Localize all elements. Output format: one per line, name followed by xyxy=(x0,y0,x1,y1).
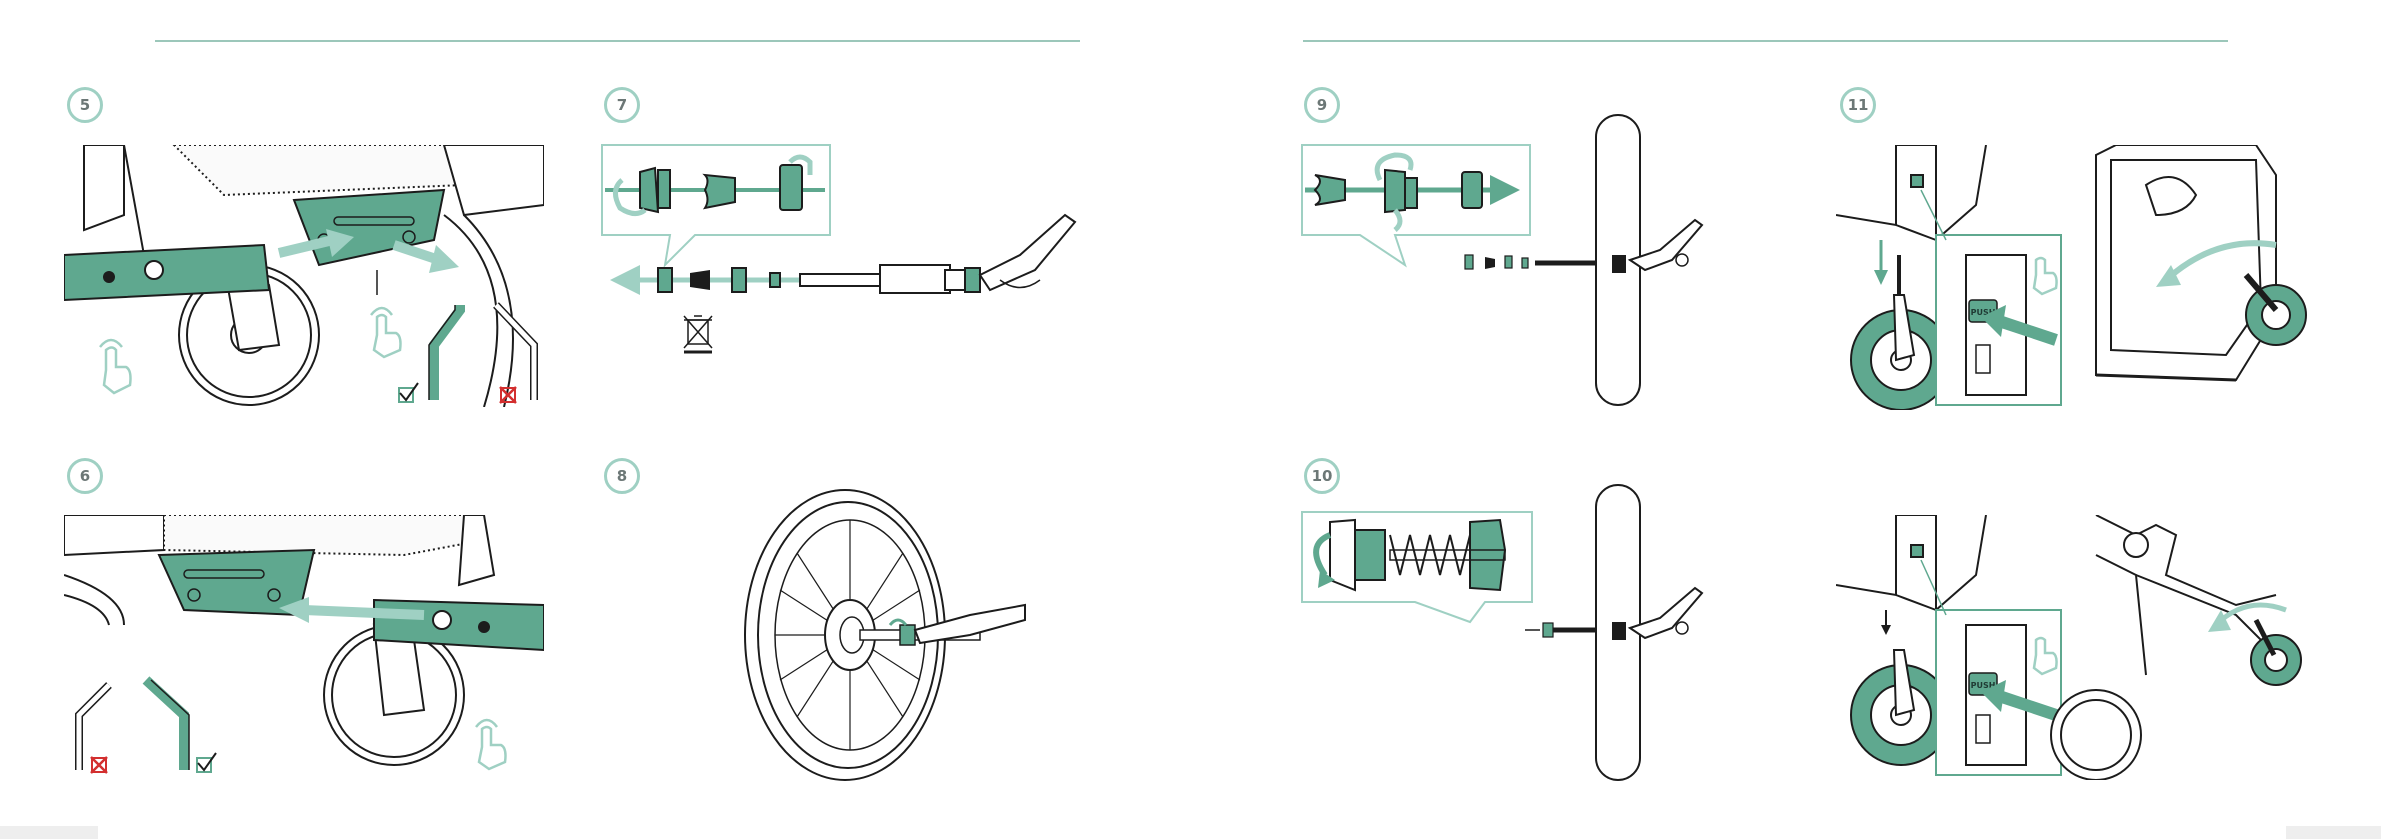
page-tab-left xyxy=(0,826,98,839)
illustration-step-11a: PUSH xyxy=(1836,145,2316,410)
checkbox-reject-icon xyxy=(91,757,107,773)
checkbox-ok-icon xyxy=(197,753,216,772)
step-number: 8 xyxy=(617,467,627,485)
step-badge-5: 5 xyxy=(67,87,103,123)
step-badge-6: 6 xyxy=(67,458,103,494)
step-number: 5 xyxy=(80,96,90,114)
step-number: 6 xyxy=(80,467,90,485)
step-8-drawing xyxy=(730,475,1030,785)
page-tab-right xyxy=(2286,826,2381,839)
step-5-drawing xyxy=(64,145,544,407)
hand-tap-icon xyxy=(100,340,131,393)
step-6-drawing xyxy=(64,515,544,777)
step-10-drawing xyxy=(1300,480,1730,785)
step-badge-11: 11 xyxy=(1840,87,1876,123)
step-11a-drawing: PUSH xyxy=(1836,145,2316,410)
no-trash-icon xyxy=(684,316,712,352)
top-rule-right xyxy=(1303,40,2228,42)
illustration-step-8 xyxy=(730,475,1030,785)
step-badge-7: 7 xyxy=(604,87,640,123)
illustration-step-7 xyxy=(600,140,1080,370)
step-number: 11 xyxy=(1848,96,1869,114)
step-9-drawing xyxy=(1300,110,1730,410)
step-badge-8: 8 xyxy=(604,458,640,494)
illustration-step-11b: PUSH xyxy=(1836,515,2316,780)
step-11b-drawing: PUSH xyxy=(1836,515,2316,780)
hand-tap-icon xyxy=(371,308,401,357)
top-rule-left xyxy=(155,40,1080,42)
illustration-step-10 xyxy=(1300,480,1730,785)
checkbox-ok-icon xyxy=(399,383,418,402)
step-number: 7 xyxy=(617,96,627,114)
illustration-step-6 xyxy=(64,515,544,777)
illustration-step-5 xyxy=(64,145,544,407)
hand-tap-icon xyxy=(476,720,506,769)
illustration-step-9 xyxy=(1300,110,1730,410)
step-7-drawing xyxy=(600,140,1080,370)
